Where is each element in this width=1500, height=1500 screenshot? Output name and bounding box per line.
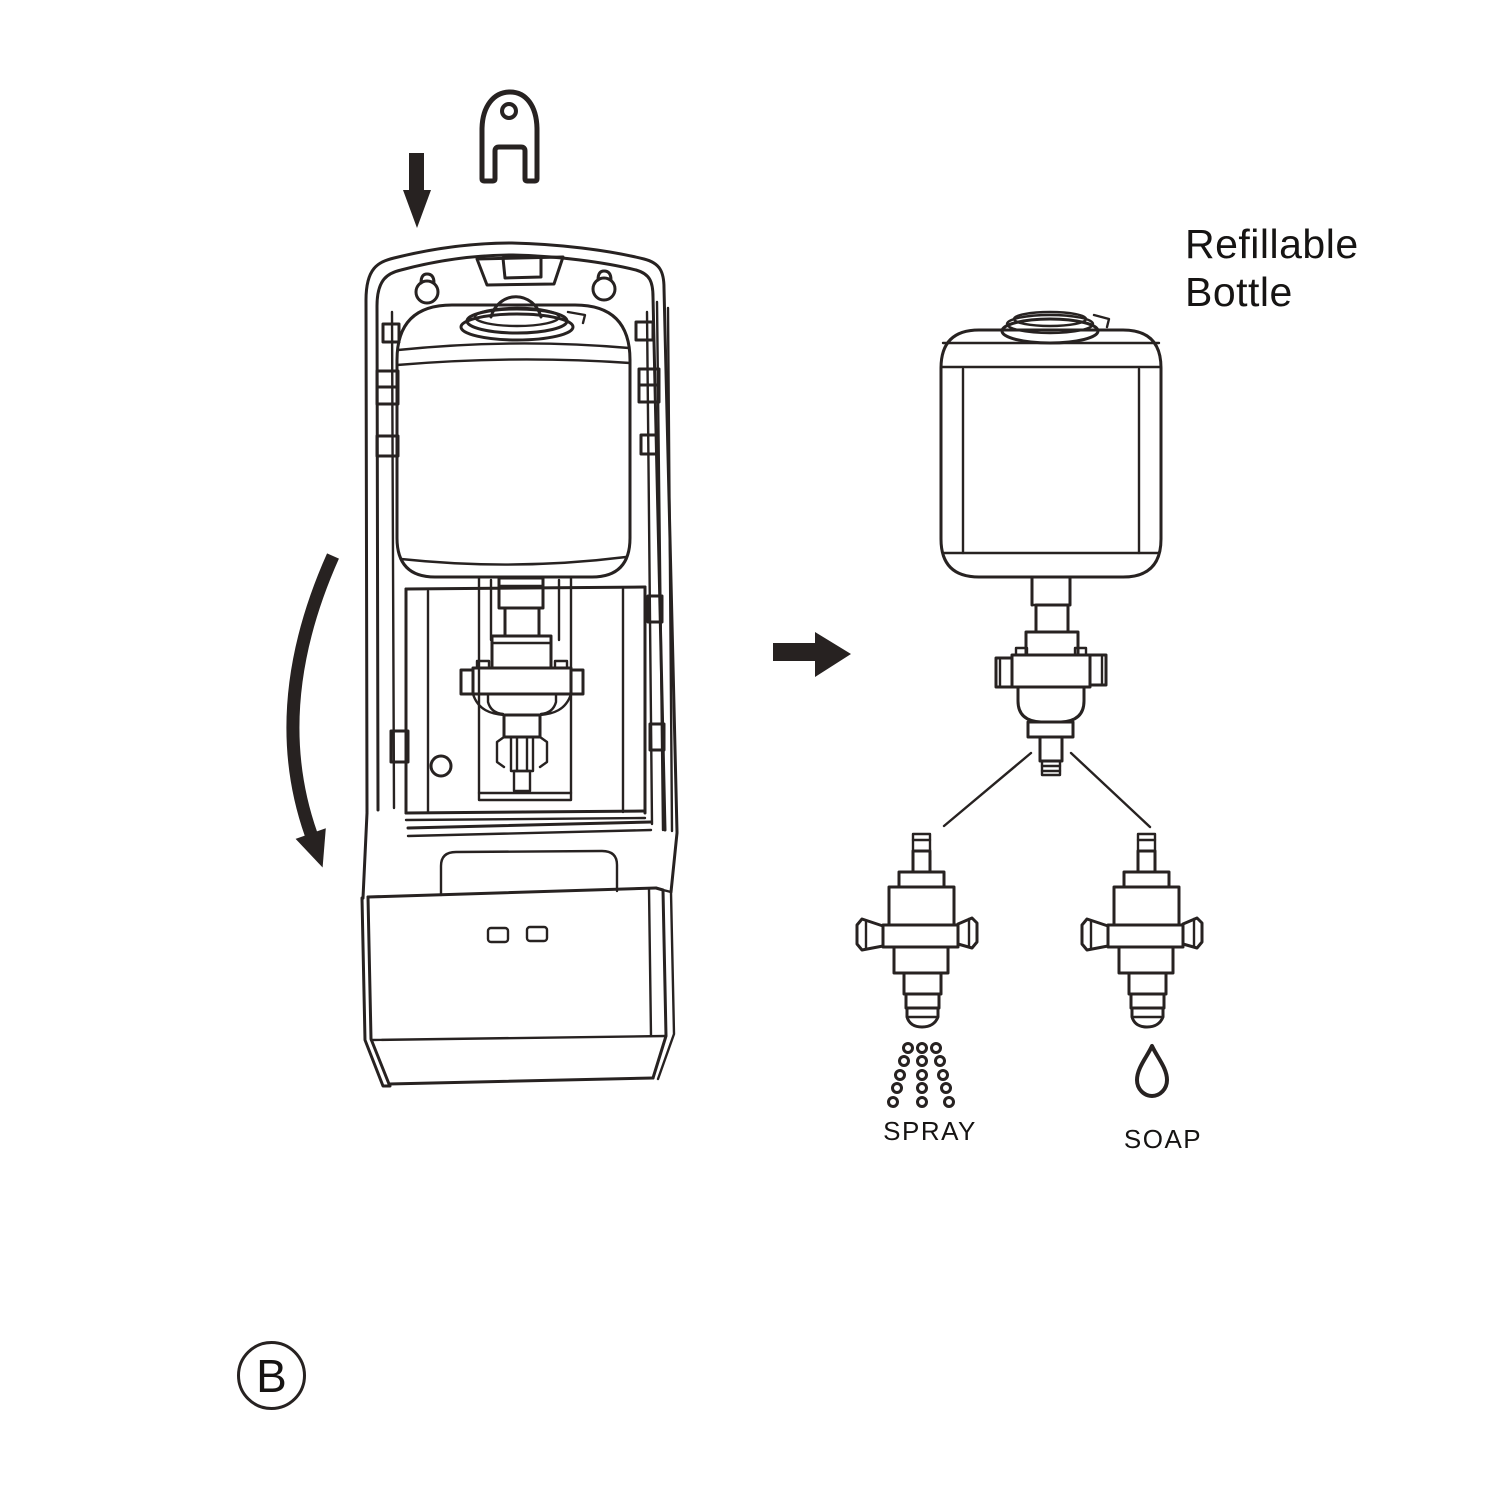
- rotate-arrow-icon: [286, 553, 339, 868]
- installed-bottle: [395, 303, 632, 579]
- bracket-slot: [475, 255, 565, 287]
- housing-hole: [429, 754, 453, 778]
- step-badge: B: [237, 1341, 306, 1410]
- spray-nozzle-drawing: [855, 832, 979, 1108]
- right-arrow-icon: [773, 632, 851, 677]
- keyhole-mount-right: [591, 269, 617, 302]
- bottle-pump: [994, 575, 1108, 777]
- pump-frame: [404, 576, 647, 822]
- dispenser-open-view: [360, 241, 679, 1088]
- indicator-window: [525, 925, 549, 943]
- down-arrow-icon: [403, 153, 431, 228]
- soap-nozzle-drawing: [1080, 832, 1204, 1098]
- mounting-bracket: [479, 89, 540, 184]
- keyhole-mount-left: [414, 272, 440, 305]
- indicator-window: [486, 926, 510, 944]
- side-clips: [375, 320, 666, 764]
- refillable-bottle-drawing: [939, 310, 1163, 829]
- spray-dots-icon: [887, 1042, 955, 1108]
- soap-label: SOAP: [1123, 1124, 1203, 1154]
- droplet-icon: [1135, 1044, 1169, 1098]
- lower-housing: [360, 811, 679, 1088]
- pump-mechanism: [459, 576, 585, 793]
- spray-label: SPRAY: [883, 1116, 977, 1146]
- refillable-bottle-label: Refillable Bottle: [1185, 221, 1359, 315]
- connector-lines: [942, 751, 1152, 829]
